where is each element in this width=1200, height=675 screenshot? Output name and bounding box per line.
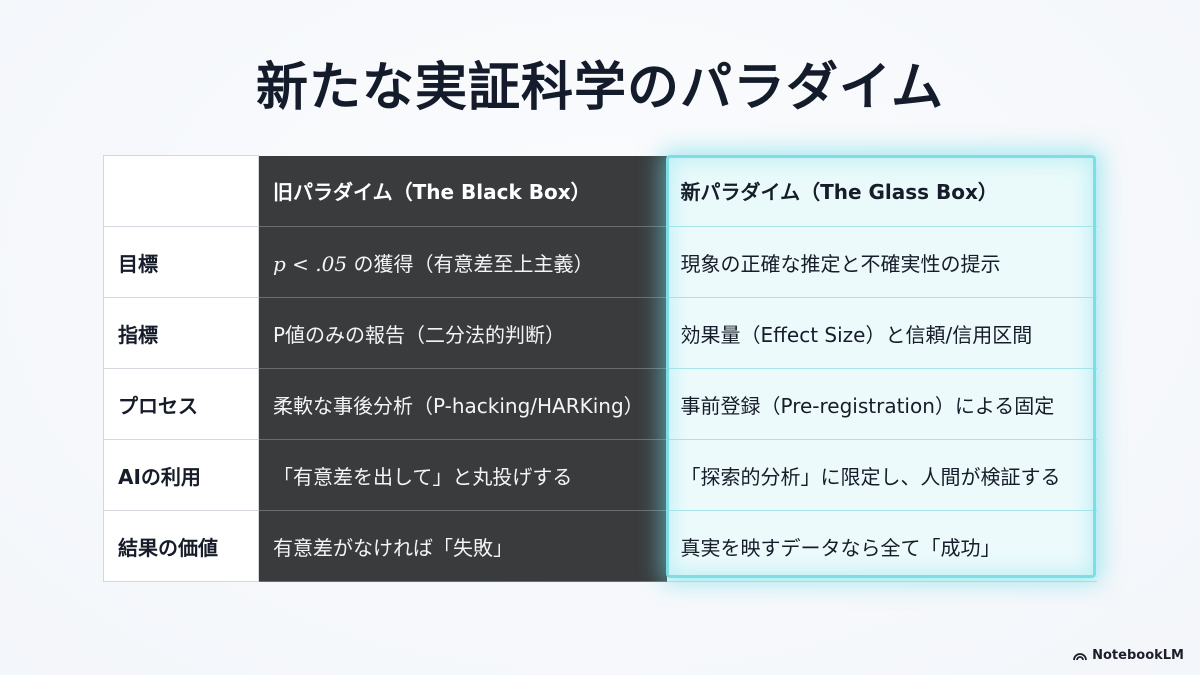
old-paradigm-cell-process: 柔軟な事後分析（P-hacking/HARKing） [258, 368, 667, 440]
notebooklm-brand: NotebookLM [1073, 648, 1184, 663]
row-label-metric: 指標 [103, 297, 259, 369]
table-header-row: 旧パラダイム（The Black Box） 新パラダイム（The Glass B… [103, 155, 1097, 227]
old-paradigm-cell-text: の獲得（有意差至上主義） [347, 251, 594, 276]
slide-title: 新たな実証科学のパラダイム [256, 58, 944, 118]
brand-label: NotebookLM [1092, 648, 1184, 663]
new-paradigm-cell-goal: 現象の正確な推定と不確実性の提示 [666, 226, 1097, 298]
table-row: プロセス 柔軟な事後分析（P-hacking/HARKing） 事前登録（Pre… [103, 368, 1097, 440]
new-paradigm-cell-result-value: 真実を映すデータなら全て「成功」 [666, 510, 1097, 582]
table-row: AIの利用 「有意差を出して」と丸投げする 「探索的分析」に限定し、人間が検証す… [103, 439, 1097, 511]
new-paradigm-header: 新パラダイム（The Glass Box） [666, 155, 1097, 227]
old-paradigm-header: 旧パラダイム（The Black Box） [258, 155, 667, 227]
comparison-table: 旧パラダイム（The Black Box） 新パラダイム（The Glass B… [103, 155, 1097, 582]
new-paradigm-cell-ai-usage: 「探索的分析」に限定し、人間が検証する [666, 439, 1097, 511]
old-paradigm-cell-goal: p < .05 の獲得（有意差至上主義） [258, 226, 667, 298]
row-label-process: プロセス [103, 368, 259, 440]
table-corner-cell [103, 155, 259, 227]
old-paradigm-cell-metric: P値のみの報告（二分法的判断） [258, 297, 667, 369]
row-label-goal: 目標 [103, 226, 259, 298]
table-row: 目標 p < .05 の獲得（有意差至上主義） 現象の正確な推定と不確実性の提示 [103, 226, 1097, 298]
row-label-ai-usage: AIの利用 [103, 439, 259, 511]
p-value-formula: p < .05 [273, 251, 348, 276]
new-paradigm-cell-process: 事前登録（Pre-registration）による固定 [666, 368, 1097, 440]
table-row: 指標 P値のみの報告（二分法的判断） 効果量（Effect Size）と信頼/信… [103, 297, 1097, 369]
old-paradigm-cell-result-value: 有意差がなければ「失敗」 [258, 510, 667, 582]
new-paradigm-cell-metric: 効果量（Effect Size）と信頼/信用区間 [666, 297, 1097, 369]
old-paradigm-cell-ai-usage: 「有意差を出して」と丸投げする [258, 439, 667, 511]
notebooklm-logo-icon [1073, 652, 1088, 660]
table-row: 結果の価値 有意差がなければ「失敗」 真実を映すデータなら全て「成功」 [103, 510, 1097, 582]
row-label-result-value: 結果の価値 [103, 510, 259, 582]
